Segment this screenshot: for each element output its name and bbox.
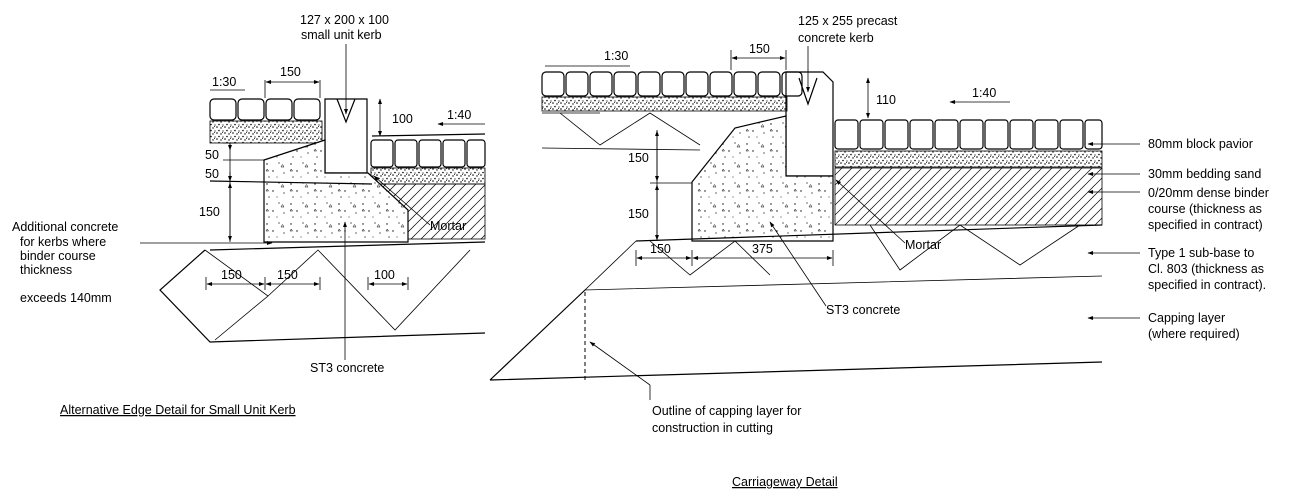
layer-subbase-2: Cl. 803 (thickness as xyxy=(1148,262,1264,276)
left-dim-top-150: 150 xyxy=(280,65,301,79)
left-lower-sand xyxy=(370,167,486,185)
right-dim-110: 110 xyxy=(876,93,896,107)
left-fall-upper: 1:30 xyxy=(212,75,236,89)
right-kerb-label-1: 125 x 255 precast xyxy=(798,14,898,28)
left-mortar-label: Mortar xyxy=(430,219,466,233)
right-lower-sand xyxy=(834,150,1103,168)
left-dim-base-100: 100 xyxy=(374,268,395,282)
capping-note-1: Outline of capping layer for xyxy=(652,404,801,418)
layer-binder-1: 0/20mm dense binder xyxy=(1148,186,1269,200)
right-kerb-label-2: concrete kerb xyxy=(798,31,874,45)
right-mortar-label: Mortar xyxy=(905,238,941,252)
right-capping xyxy=(489,289,1103,381)
left-dim-150-vert: 150 xyxy=(199,205,220,219)
left-concrete-label: ST3 concrete xyxy=(310,361,384,375)
left-dim-50-a: 50 xyxy=(205,148,219,162)
layer-binder-2: course (thickness as xyxy=(1148,202,1262,216)
right-upper-sand xyxy=(541,96,788,112)
right-fall-lower: 1:40 xyxy=(972,86,996,100)
right-concrete xyxy=(691,115,834,242)
right-lower-paviors xyxy=(834,119,1103,150)
layer-pavior: 80mm block pavior xyxy=(1148,137,1253,151)
right-dim-150-lower: 150 xyxy=(628,207,649,221)
right-dim-base-150: 150 xyxy=(650,242,671,256)
left-edge-detail: 150 1:30 100 1:40 50 50 150 150 150 100 … xyxy=(12,13,486,417)
left-lower-paviors xyxy=(370,139,486,168)
right-upper-paviors xyxy=(541,71,803,97)
left-fall-lower: 1:40 xyxy=(447,108,471,122)
right-fall-upper: 1:30 xyxy=(604,49,628,63)
right-dim-150-upper: 150 xyxy=(628,151,649,165)
left-kerb-label-1: 127 x 200 x 100 xyxy=(300,13,389,27)
left-note-4: thickness xyxy=(20,263,72,277)
layer-subbase-1: Type 1 sub-base to xyxy=(1148,246,1254,260)
left-kerb-label-2: small unit kerb xyxy=(301,28,382,42)
left-upper-paviors xyxy=(209,98,321,121)
right-concrete-label: ST3 concrete xyxy=(826,303,900,317)
right-carriageway-detail: Outline of capping layer for constructio… xyxy=(489,14,1140,489)
left-subbase xyxy=(159,249,486,343)
right-detail-title: Carriageway Detail xyxy=(732,475,838,489)
layer-capping-1: Capping layer xyxy=(1148,311,1225,325)
layer-binder-3: specified in contract) xyxy=(1148,218,1263,232)
left-note-3: binder course xyxy=(20,249,96,263)
left-dim-100-upset: 100 xyxy=(392,112,413,126)
capping-note-2: construction in cutting xyxy=(652,421,773,435)
layer-labels: 80mm block pavior 30mm bedding sand 0/20… xyxy=(1148,137,1269,341)
left-concrete xyxy=(263,139,409,243)
layer-capping-2: (where required) xyxy=(1148,327,1240,341)
right-dim-base-375: 375 xyxy=(752,242,773,256)
layer-subbase-3: specified in contract). xyxy=(1148,278,1266,292)
right-subbase xyxy=(583,224,1103,291)
layer-sand: 30mm bedding sand xyxy=(1148,167,1261,181)
left-note-5: exceeds 140mm xyxy=(20,291,112,305)
left-dim-base-150-b: 150 xyxy=(277,268,298,282)
right-binder-course xyxy=(834,167,1103,226)
left-upper-sand xyxy=(209,120,323,144)
left-note-1: Additional concrete xyxy=(12,220,118,234)
right-dim-top-150: 150 xyxy=(749,42,770,56)
left-dim-50-b: 50 xyxy=(205,167,219,181)
left-detail-title: Alternative Edge Detail for Small Unit K… xyxy=(60,403,296,417)
left-dim-base-150-a: 150 xyxy=(221,268,242,282)
left-note-2: for kerbs where xyxy=(20,235,106,249)
